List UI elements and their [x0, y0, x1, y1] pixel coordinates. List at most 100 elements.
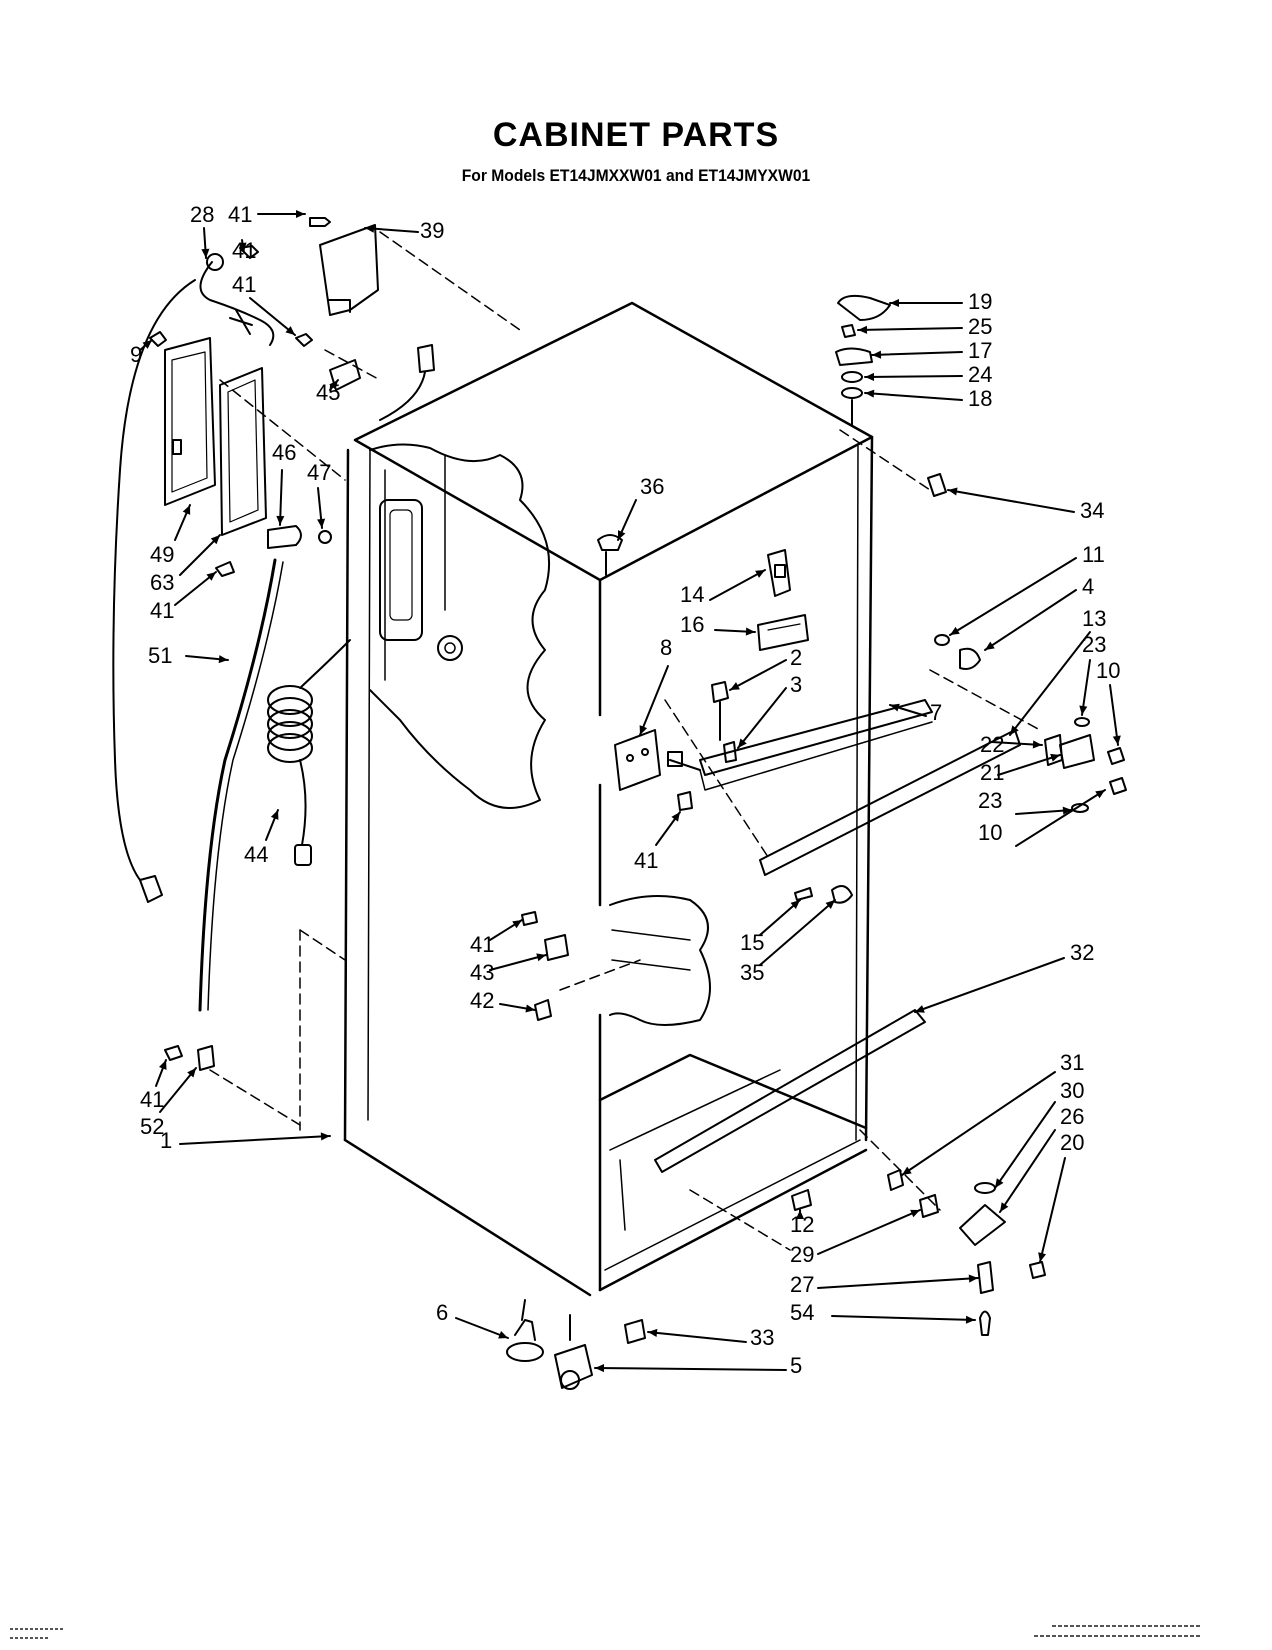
callout-label-c10b: 10 — [978, 820, 1002, 845]
leader-arrow-c63 — [210, 535, 220, 545]
leader-arrow-c19 — [890, 298, 899, 308]
callout-label-c22: 22 — [980, 732, 1004, 757]
leader-line-c11 — [949, 557, 1077, 636]
part-42-clip — [534, 999, 552, 1021]
leader-arrow-c24 — [865, 372, 875, 381]
callout-label-c14: 14 — [680, 582, 704, 607]
part-13-bar — [759, 729, 1021, 876]
leader-arrow-c28 — [201, 248, 210, 258]
part-54-leveler — [979, 1310, 991, 1336]
callout-label-c3: 3 — [790, 672, 802, 697]
callout-label-c41a: 41 — [228, 202, 252, 227]
callout-label-c7: 7 — [930, 700, 942, 725]
part-27-block — [977, 1261, 994, 1294]
leader-line-c4 — [984, 589, 1077, 651]
callout-label-c16: 16 — [680, 612, 704, 637]
leader-line-c14 — [709, 569, 766, 601]
leader-arrow-c32 — [915, 1005, 925, 1013]
callout-label-c36: 36 — [640, 474, 664, 499]
callout-label-c46: 46 — [272, 440, 296, 465]
leader-arrow-c10a — [1112, 735, 1121, 745]
leader-line-c13 — [1009, 631, 1091, 736]
cabinet-body — [343, 301, 874, 1297]
part-49-housing — [164, 337, 216, 506]
leader-arrow-c52 — [187, 1068, 196, 1078]
leader-line-c10b — [1015, 789, 1106, 847]
leader-line-c25 — [857, 327, 963, 331]
part-17-hinge — [835, 347, 873, 366]
leader-arrow-c54 — [965, 1315, 975, 1324]
callout-label-c18: 18 — [968, 386, 992, 411]
leader-arrow-c44 — [270, 810, 279, 820]
leader-line-c31 — [901, 1071, 1056, 1176]
leader-arrow-c26 — [1000, 1202, 1009, 1212]
leader-arrow-c42 — [525, 1004, 535, 1013]
leader-line-c2 — [729, 659, 787, 691]
leader-arrow-c41a — [296, 209, 305, 219]
callout-label-c2: 2 — [790, 645, 802, 670]
callout-label-c15: 15 — [740, 930, 764, 955]
part-20-screw — [1029, 1261, 1046, 1279]
leader-line-c18 — [864, 392, 963, 401]
part-3-screw — [723, 741, 737, 763]
part-21-bracket — [1059, 734, 1095, 769]
leader-line-c23a — [1081, 659, 1091, 716]
callout-label-c5: 5 — [790, 1353, 802, 1378]
leader-line-c17 — [871, 351, 963, 356]
callout-label-c13: 13 — [1082, 606, 1106, 631]
footer-left-imprint — [8, 1624, 68, 1647]
callout-label-c12: 12 — [790, 1212, 814, 1237]
parts — [112, 217, 1127, 1390]
leader-line-c52 — [159, 1067, 197, 1113]
callout-label-c41c: 41 — [232, 272, 256, 297]
callout-label-c25: 25 — [968, 314, 992, 339]
leader-arrow-c29 — [910, 1209, 920, 1218]
leader-arrow-c31 — [902, 1166, 912, 1175]
leader-line-c41c — [249, 297, 296, 336]
part-16-latch — [757, 614, 809, 651]
leader-line-c27 — [817, 1277, 979, 1289]
callout-label-c9: 9 — [130, 342, 142, 367]
leader-arrow-c1 — [320, 1132, 330, 1141]
leader-line-c43 — [489, 954, 547, 971]
leader-line-c33 — [647, 1331, 747, 1343]
leader-line-c3 — [737, 687, 787, 749]
leader-arrow-c16 — [745, 627, 755, 636]
leader-line-c1 — [179, 1135, 331, 1145]
leader-arrow-c7 — [890, 703, 900, 712]
callout-label-c43: 43 — [470, 960, 494, 985]
callout-label-c33: 33 — [750, 1325, 774, 1350]
leader-line-c6 — [455, 1317, 509, 1339]
leader-arrow-c2 — [730, 682, 740, 690]
leader-arrow-c13 — [1010, 725, 1019, 735]
leader-arrow-c18 — [865, 389, 875, 398]
leader-arrow-c41c — [285, 326, 295, 335]
leader-arrow-c36 — [618, 530, 626, 540]
part-14-bracket — [767, 549, 791, 597]
leader-line-c54 — [831, 1315, 976, 1321]
leader-line-c30 — [994, 1101, 1056, 1189]
leader-line-c21 — [997, 754, 1061, 776]
callout-label-c30: 30 — [1060, 1078, 1084, 1103]
callout-label-c52: 52 — [140, 1114, 164, 1139]
leader-arrow-c41g — [512, 920, 522, 929]
leader-arrow-c14 — [755, 570, 765, 578]
leader-arrow-c49 — [182, 505, 191, 515]
callout-label-c41e: 41 — [140, 1087, 164, 1112]
callout-label-c23a: 23 — [1082, 632, 1106, 657]
callout-label-c34: 34 — [1080, 498, 1104, 523]
part-19-hinge-cover — [837, 294, 891, 321]
callout-label-c47: 47 — [307, 460, 331, 485]
callout-label-c11: 11 — [1082, 542, 1105, 567]
callout-label-c42: 42 — [470, 988, 494, 1013]
part-4-knob — [959, 647, 981, 670]
callout-label-c19: 19 — [968, 289, 992, 314]
callout-label-c20: 20 — [1060, 1130, 1084, 1155]
callout-label-c23b: 23 — [978, 788, 1002, 813]
leader-line-c32 — [914, 957, 1065, 1013]
callout-label-c21: 21 — [980, 760, 1004, 785]
part-34-plug — [927, 473, 947, 497]
callout-label-c54: 54 — [790, 1300, 814, 1325]
leader-arrow-c27 — [968, 1274, 978, 1283]
